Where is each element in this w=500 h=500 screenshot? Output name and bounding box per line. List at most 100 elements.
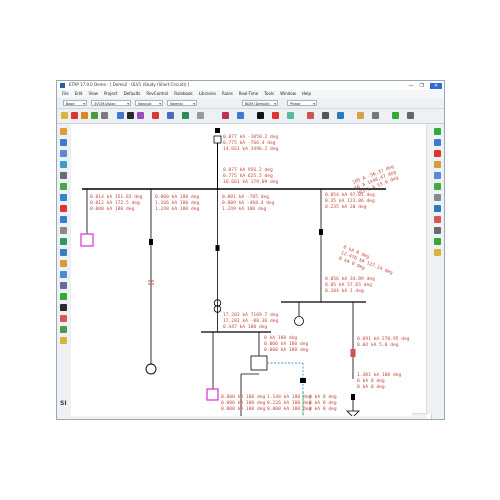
- presentation-select[interactable]: BDM (Default): [242, 100, 278, 106]
- sc-report-icon[interactable]: [434, 150, 441, 157]
- panel-tool-icon[interactable]: [60, 260, 67, 267]
- menu-defaults[interactable]: Defaults: [123, 91, 141, 96]
- print-icon[interactable]: [372, 112, 379, 119]
- menu-libraries[interactable]: Libraries: [198, 91, 216, 96]
- chart-icon[interactable]: [117, 112, 124, 119]
- pen-icon[interactable]: [101, 112, 108, 119]
- vertical-scrollbar[interactable]: [426, 124, 432, 414]
- menu-rules[interactable]: Rules: [221, 91, 233, 96]
- magnet-icon[interactable]: [272, 112, 279, 119]
- menu-help[interactable]: Help: [301, 91, 312, 96]
- branch-5-switch[interactable]: [351, 394, 355, 400]
- stop-icon[interactable]: [434, 194, 441, 201]
- branch-4-breaker[interactable]: [319, 229, 323, 235]
- motor-tool-icon[interactable]: [60, 161, 67, 168]
- cable-tool-icon[interactable]: [60, 150, 67, 157]
- report-icon[interactable]: [127, 112, 134, 119]
- menu-edit[interactable]: Edit: [74, 91, 83, 96]
- alert-icon[interactable]: [307, 112, 314, 119]
- maximize-button[interactable]: ❐: [419, 82, 424, 89]
- mode-select[interactable]: Normal: [167, 100, 197, 106]
- menu-realtime[interactable]: Real-Time: [238, 91, 259, 96]
- menu-tools[interactable]: Tools: [264, 91, 275, 96]
- check-icon[interactable]: [392, 112, 399, 119]
- study-run-icon[interactable]: [434, 128, 441, 135]
- close-button[interactable]: ✕: [430, 82, 442, 89]
- vfd-tool-icon[interactable]: [60, 282, 67, 289]
- transformer-tool-icon[interactable]: [60, 139, 67, 146]
- breaker-tool-icon[interactable]: [60, 172, 67, 179]
- breaker-icon[interactable]: [137, 112, 144, 119]
- menu-project[interactable]: Project: [103, 91, 118, 96]
- menu-rulebook[interactable]: Rulebook: [174, 91, 193, 96]
- arc-flash-icon[interactable]: [434, 238, 441, 245]
- export-icon[interactable]: [357, 112, 364, 119]
- utility-source[interactable]: [215, 128, 220, 133]
- bus-tool-icon[interactable]: [60, 128, 67, 135]
- options-icon[interactable]: [407, 112, 414, 119]
- fault-clear-icon[interactable]: [434, 227, 441, 234]
- menu-window[interactable]: Window: [280, 91, 296, 96]
- branch-2-breaker[interactable]: [149, 239, 153, 245]
- relay-tool-icon[interactable]: [60, 216, 67, 223]
- study-select[interactable]: 3VCM-Vision: [91, 100, 131, 106]
- annot-b2-2: 1.166 kA 180 deg: [155, 200, 199, 206]
- annot-right1-2: 0.04 kA 5.0 deg: [357, 342, 399, 348]
- ups-tool-icon[interactable]: [60, 271, 67, 278]
- open-icon[interactable]: [61, 112, 68, 119]
- tag-icon[interactable]: [222, 112, 229, 119]
- display-options-icon[interactable]: [434, 172, 441, 179]
- text-tool-icon[interactable]: [60, 337, 67, 344]
- bus-icon[interactable]: [167, 112, 174, 119]
- table-icon[interactable]: [237, 112, 244, 119]
- minimize-button[interactable]: —: [408, 82, 414, 89]
- run-icon[interactable]: [71, 112, 78, 119]
- grid-icon[interactable]: [287, 112, 294, 119]
- capacitor-tool-icon[interactable]: [60, 238, 67, 245]
- fuse-tool-icon[interactable]: [60, 205, 67, 212]
- relay-icon[interactable]: [182, 112, 189, 119]
- study-case-icon[interactable]: [434, 139, 441, 146]
- cable-breaker[interactable]: [300, 378, 306, 383]
- menu-view[interactable]: View: [88, 91, 98, 96]
- motor-2[interactable]: [294, 316, 304, 326]
- menu-revcontrol[interactable]: RevControl: [146, 91, 169, 96]
- ground-tool-icon[interactable]: [60, 304, 67, 311]
- source-breaker[interactable]: [213, 135, 222, 144]
- zoom-icon[interactable]: [337, 112, 344, 119]
- motor-load-1[interactable]: [80, 233, 94, 247]
- one-line-diagram: 0.077 kA -1050.2 deg 0.775 kA -766.4 deg…: [80, 128, 410, 419]
- ct-tool-icon[interactable]: [60, 315, 67, 322]
- motor-load-2[interactable]: [206, 388, 219, 401]
- phase-select[interactable]: Phase: [287, 100, 317, 106]
- switch-tool-icon[interactable]: [60, 227, 67, 234]
- settings-icon[interactable]: [197, 112, 204, 119]
- transformer-winding-1[interactable]: [213, 299, 222, 307]
- generator-tool-icon[interactable]: [60, 194, 67, 201]
- static-load[interactable]: [346, 410, 360, 418]
- fault-icon[interactable]: [152, 112, 159, 119]
- device-eval-icon[interactable]: [434, 249, 441, 256]
- menu-file[interactable]: File: [62, 91, 69, 96]
- battery-tool-icon[interactable]: [60, 293, 67, 300]
- panel-1[interactable]: [250, 355, 268, 371]
- result-analyzer-icon[interactable]: [434, 205, 441, 212]
- waveform-icon[interactable]: [91, 112, 98, 119]
- meter-tool-icon[interactable]: [60, 249, 67, 256]
- lightning-icon[interactable]: [81, 112, 88, 119]
- arrow-icon[interactable]: [322, 112, 329, 119]
- alert-view-icon[interactable]: [434, 161, 441, 168]
- pointer-icon[interactable]: [257, 112, 264, 119]
- annot-mid-2: 0.775 kA 625.5 deg: [223, 173, 273, 179]
- one-line-diagram-canvas[interactable]: 0.077 kA -1050.2 deg 0.775 kA -766.4 deg…: [71, 124, 412, 419]
- transformer-winding-2[interactable]: [213, 305, 222, 313]
- load-tool-icon[interactable]: [60, 183, 67, 190]
- transformer-breaker[interactable]: [215, 245, 220, 251]
- branch-5-breaker[interactable]: [350, 349, 356, 357]
- base-select[interactable]: Base: [63, 100, 87, 106]
- report-manager-icon[interactable]: [434, 183, 441, 190]
- generator-1[interactable]: [145, 363, 157, 375]
- config-select[interactable]: Noncuit: [135, 100, 163, 106]
- fault-insert-icon[interactable]: [434, 216, 441, 223]
- pt-tool-icon[interactable]: [60, 326, 67, 333]
